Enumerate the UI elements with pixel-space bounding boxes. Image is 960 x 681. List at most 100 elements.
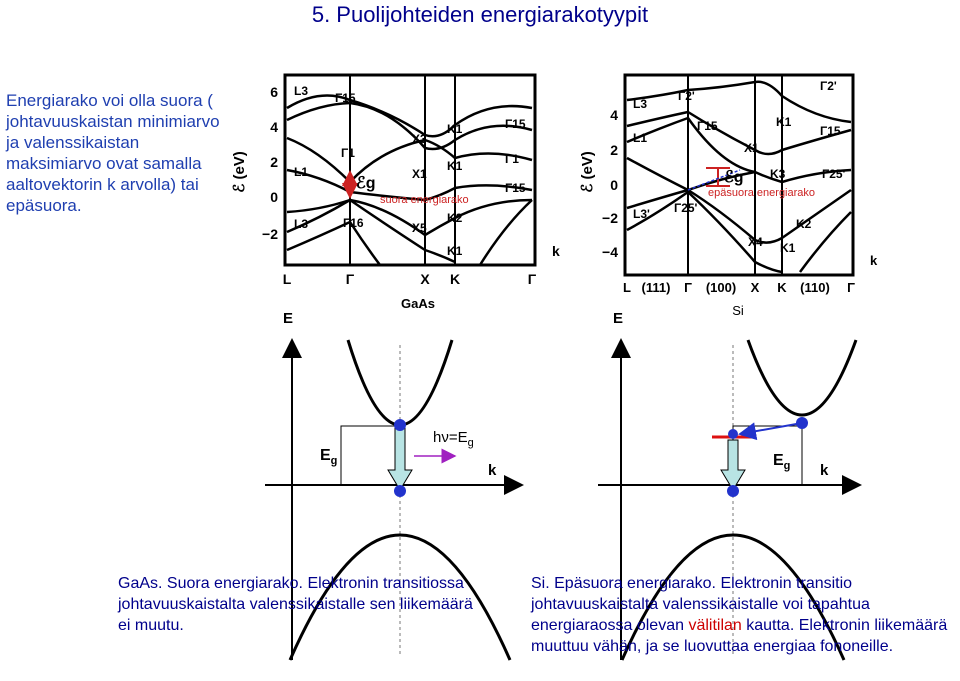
caption-si-highlight: välitilan (688, 617, 742, 634)
band-label: Γ15 (505, 117, 526, 131)
band-label: L1 (294, 165, 308, 179)
si-y-tick: 4 (610, 107, 618, 123)
band-label: L3 (633, 97, 647, 111)
si-gap-annotation: epäsuora energiarako (708, 187, 815, 199)
gaas-e-label: E (283, 310, 293, 327)
si-indirect-line (687, 169, 741, 191)
si-x-tick: (111) (642, 280, 671, 295)
gaas-band-labels: L3 Γ15 Γ1 X3 K1 Γ15 X1 K1 Γ1 L1 Γ15 L3 Γ… (294, 84, 526, 258)
si-material-label: Si (732, 303, 744, 318)
gaas-eg-label: Eg (320, 447, 337, 467)
band-label: X5 (412, 221, 427, 235)
gaas-photon-label: hν=Eg (433, 429, 474, 449)
gaas-schematic: E Eg hν=Eg k (265, 310, 524, 661)
si-y-tick: 2 (610, 142, 618, 158)
gaas-k-label: k (552, 243, 560, 259)
si-x-tick: (100) (706, 280, 736, 295)
band-label: Γ2' (678, 89, 695, 103)
si-eg-label: Eg (773, 452, 790, 472)
si-gap-box (732, 425, 803, 486)
caption-gaas: GaAs. Suora energiarako. Elektronin tran… (118, 575, 473, 634)
gaas-x-tick: L (283, 271, 292, 287)
band-label: L3 (294, 84, 308, 98)
gaas-y-tick: 6 (270, 84, 278, 100)
si-valence-band (620, 533, 846, 661)
si-trapped-electron (728, 429, 738, 439)
si-transition-arrow (720, 439, 746, 491)
band-label: X4 (748, 235, 763, 249)
si-electron (796, 417, 808, 429)
si-conduction-band (746, 339, 858, 417)
si-x-tick: Γ (684, 280, 692, 295)
band-label: K3 (770, 167, 786, 181)
gaas-y-tick: 2 (270, 154, 278, 170)
gaas-band-diagram: ℰ (eV) 6 4 2 0 −2 L Γ X K Γ GaAs ℰg suor… (231, 73, 560, 311)
intro-text: Energiarako voi olla suora ( johtavuuska… (6, 91, 220, 215)
band-label: X3 (412, 132, 427, 146)
band-label: K1 (447, 159, 463, 173)
band-label: Γ15 (505, 181, 526, 195)
si-schematic-k-label: k (820, 462, 829, 479)
band-label: K1 (447, 122, 463, 136)
band-label: Γ15 (697, 119, 718, 133)
gaas-material-label: GaAs (401, 296, 435, 311)
si-y-axis-label: ℰ (eV) (579, 151, 596, 193)
si-x-tick: X (751, 280, 760, 295)
caption-si-before: Si. Epäsuora energiarako. Elektronin tra… (531, 575, 870, 634)
si-e-label: E (613, 310, 623, 327)
gaas-y-tick: 4 (270, 119, 278, 135)
band-label: Γ1 (505, 152, 519, 166)
band-label: K1 (776, 115, 792, 129)
band-label: K2 (796, 217, 812, 231)
gaas-x-tick: Γ (346, 271, 355, 287)
si-x-tick: K (777, 280, 787, 295)
si-gap-symbol: ℰg (724, 169, 743, 186)
band-label: L3 (294, 217, 308, 231)
si-x-tick: L (623, 280, 631, 295)
gaas-y-axis-label: ℰ (eV) (231, 151, 248, 193)
caption-si-after: kautta. Elektronin liikemäärä muuttuu vä… (531, 617, 948, 655)
gaas-hole (394, 485, 406, 497)
band-label: L1 (633, 131, 647, 145)
band-label: K1 (780, 241, 796, 255)
si-y-ticks: 4 2 0 −2 −4 (602, 107, 618, 260)
si-hole (727, 485, 739, 497)
band-label: X1 (744, 141, 759, 155)
band-label: Γ25' (674, 201, 698, 215)
gaas-x-tick: X (420, 271, 430, 287)
si-y-tick: 0 (610, 177, 618, 193)
band-label: Γ25' (822, 167, 846, 181)
gaas-x-tick: K (450, 271, 460, 287)
si-schematic: E Eg k (598, 310, 862, 661)
band-label: X1 (412, 167, 427, 181)
si-y-tick: −2 (602, 210, 618, 226)
band-label: Γ16 (343, 216, 364, 230)
band-label: K1 (447, 244, 463, 258)
si-k-label: k (870, 253, 878, 268)
band-label: L3' (633, 207, 650, 221)
gaas-schematic-k-label: k (488, 462, 497, 479)
si-band-diagram: ℰ (eV) 4 2 0 −2 −4 L (111) Γ (100) X K (… (579, 73, 878, 318)
gaas-gap-annotation: suora energiarako (380, 194, 469, 206)
gaas-transition-arrow (387, 426, 413, 491)
si-band-labels: L3 Γ2' K1 Γ2' Γ15 L1 X1 Γ15 K3 Γ25' L3' … (633, 79, 846, 255)
gaas-valence-band (288, 533, 512, 661)
gaas-x-tick: Γ (528, 271, 537, 287)
band-label: Γ15 (820, 124, 841, 138)
si-bands (626, 80, 852, 274)
gaas-electron (394, 419, 406, 431)
band-label: Γ1 (341, 146, 355, 160)
band-label: K2 (447, 211, 463, 225)
band-label: Γ15 (335, 91, 356, 105)
gaas-frame (283, 73, 537, 267)
gaas-gap-symbol: ℰg (356, 175, 375, 192)
si-x-tick: (110) (800, 280, 830, 295)
caption-si: Si. Epäsuora energiarako. Elektronin tra… (531, 573, 956, 657)
gaas-bands (286, 94, 533, 266)
si-y-tick: −4 (602, 244, 618, 260)
si-frame (623, 73, 855, 277)
band-label: Γ2' (820, 79, 837, 93)
gaas-x-ticks: L Γ X K Γ (283, 271, 537, 287)
si-x-ticks: L (111) Γ (100) X K (110) Γ (623, 280, 855, 295)
